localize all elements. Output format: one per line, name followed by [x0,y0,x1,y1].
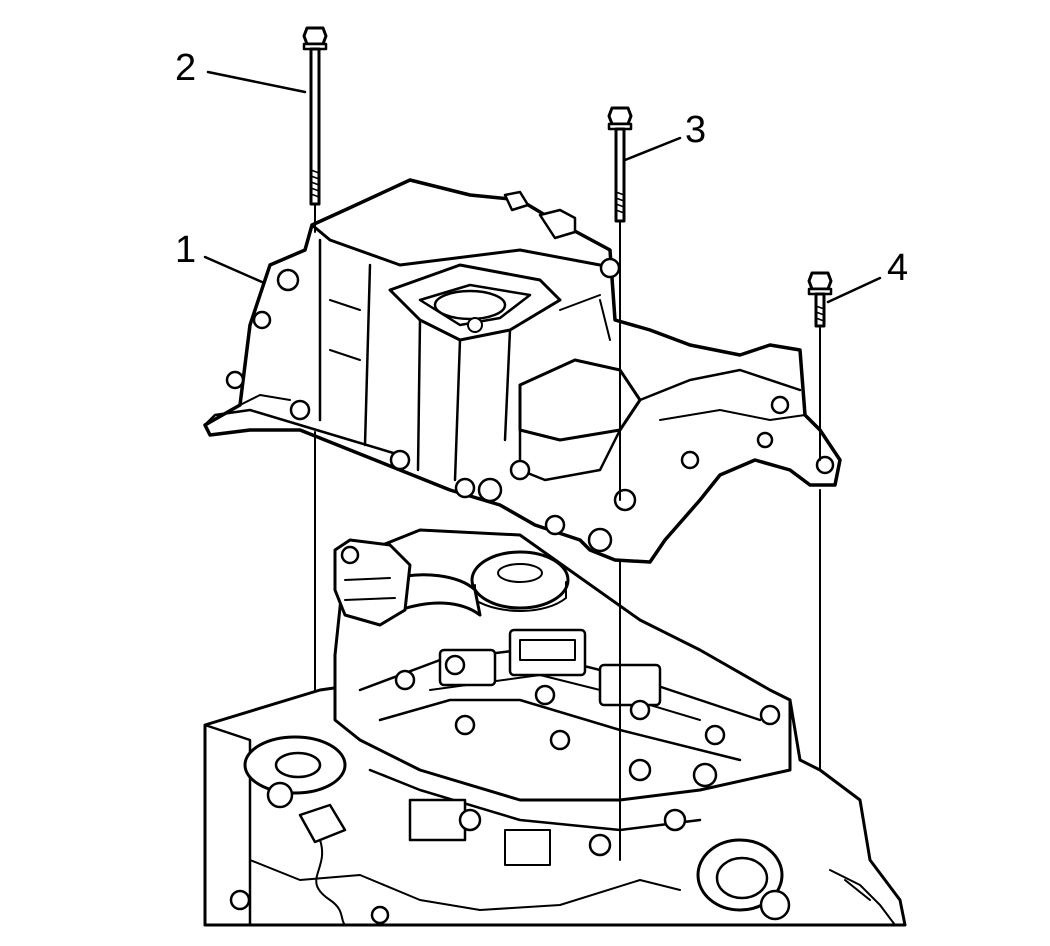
callout-label-3: 3 [685,109,706,151]
engine-block [203,528,907,927]
callout-label-1: 1 [175,229,196,271]
callout-2: 2 [175,47,307,94]
short-bolt [807,271,833,328]
alignment-lines [314,204,821,861]
callout-1: 1 [175,229,264,284]
callout-4: 4 [826,247,908,304]
upper-oil-pan [203,178,842,564]
callout-3: 3 [623,109,706,162]
long-bolt [302,26,328,206]
medium-bolt [607,106,633,223]
callout-label-2: 2 [175,47,196,89]
callout-label-4: 4 [887,247,908,289]
